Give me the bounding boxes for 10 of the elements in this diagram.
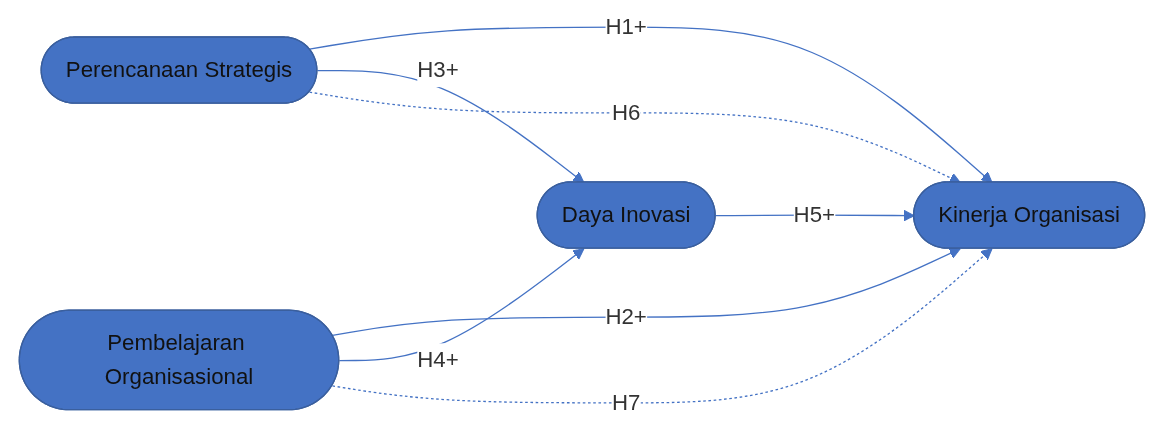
arrow	[331, 248, 993, 404]
edge-label: H4+	[417, 347, 459, 373]
arrow	[331, 247, 961, 336]
edge-label: H5+	[793, 202, 836, 228]
arrow	[338, 248, 585, 362]
edge-label: H7	[611, 390, 641, 415]
edge-label: H6	[611, 100, 641, 126]
edge-label: H3+	[417, 57, 459, 83]
edge-label: H1+	[605, 14, 647, 40]
edge-label: H2+	[605, 304, 647, 330]
